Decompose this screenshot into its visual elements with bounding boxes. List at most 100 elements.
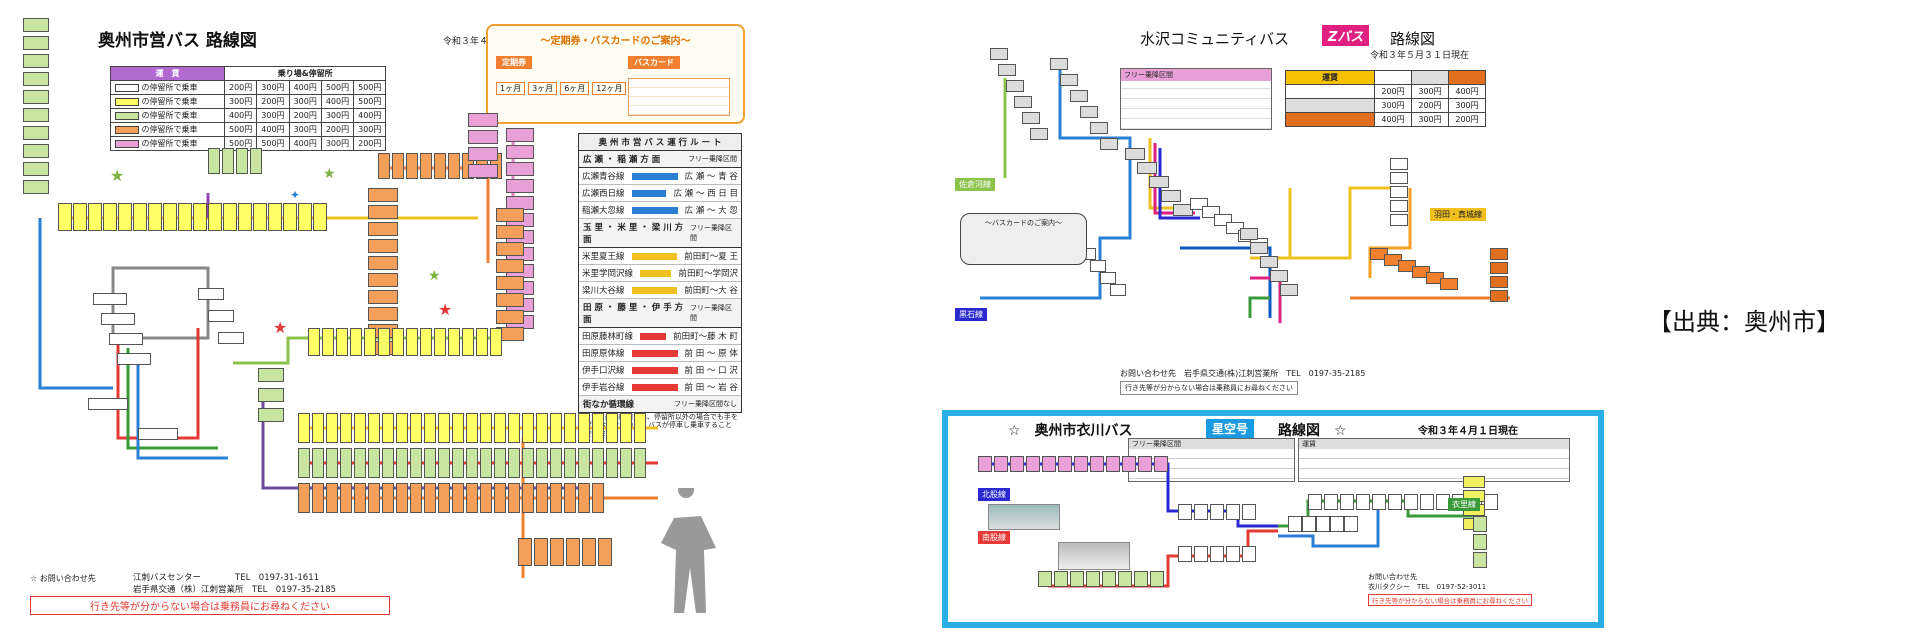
map-date: 令和３年４月１日現在 <box>1418 426 1518 437</box>
free-zone-table: フリー乗降区間 <box>1120 68 1272 130</box>
route-line <box>111 266 210 340</box>
route-line <box>1180 246 1272 318</box>
bus-stop <box>1308 494 1322 510</box>
bus-stop <box>466 483 478 513</box>
bus-stop <box>350 328 362 356</box>
bus-stop <box>1090 122 1108 134</box>
bus-stop <box>312 448 324 478</box>
bus-stop <box>1484 494 1498 510</box>
route-line <box>136 358 228 460</box>
bus-stop <box>1022 112 1040 124</box>
bus-stop <box>193 203 207 231</box>
bus-stop <box>634 448 646 478</box>
bus-stop <box>326 448 338 478</box>
bus-stop <box>468 113 498 127</box>
bus-stop <box>564 448 576 478</box>
bus-stop <box>490 328 502 356</box>
ask-driver-notice: 行き先等が分からない場合は乗務員にお尋ねください <box>1368 594 1532 606</box>
bus-stop <box>103 203 117 231</box>
bus-stop <box>163 203 177 231</box>
bus-stop <box>620 448 632 478</box>
bus-stop <box>506 145 534 159</box>
bus-stop <box>1150 571 1164 587</box>
contact-line: お問い合わせ先 岩手県交通(株)江刺営業所 TEL 0197-35-2185 <box>1120 369 1366 378</box>
bus-stop <box>1420 494 1434 510</box>
route-line <box>1048 529 1278 588</box>
bus-stop <box>1100 138 1118 150</box>
bus-stop <box>368 448 380 478</box>
route-row: 広瀬青谷線広 瀬 〜 青 谷 <box>579 168 741 185</box>
bus-stop <box>578 483 590 513</box>
bus-photo <box>988 504 1060 530</box>
bus-stop <box>178 203 192 231</box>
bus-stop <box>340 483 352 513</box>
bus-stop <box>410 448 422 478</box>
bus-stop <box>1194 504 1208 520</box>
bus-stop <box>238 203 252 231</box>
route-table: 奥 州 市 営 バ ス 運 行 ル ー ト 広 瀬 ・ 稲 瀬 方 面フリー乗降… <box>578 133 742 413</box>
bus-stop <box>93 293 127 305</box>
bus-stop <box>564 413 576 443</box>
bus-stop <box>420 328 432 356</box>
bus-stop <box>1240 228 1258 240</box>
bus-stop <box>340 448 352 478</box>
bus-stop <box>253 203 267 231</box>
bus-stop <box>1356 494 1370 510</box>
bus-stop <box>1473 534 1487 550</box>
bus-stop <box>424 413 436 443</box>
bus-stop <box>578 413 590 443</box>
bus-stop <box>452 413 464 443</box>
route-row: 田原藤林町線前田町〜藤 木 町 <box>579 328 741 345</box>
bus-stop <box>1118 571 1132 587</box>
bus-stop <box>508 483 520 513</box>
bus-stop <box>258 368 284 382</box>
bus-stop <box>368 222 398 236</box>
bus-stop <box>368 205 398 219</box>
bus-stop <box>368 239 398 253</box>
bus-stop <box>23 36 49 50</box>
bus-stop <box>508 413 520 443</box>
bus-stop <box>117 353 151 365</box>
bus-stop <box>354 413 366 443</box>
bus-card-info: 〜バスカードのご案内〜 <box>960 213 1087 265</box>
bus-stop <box>494 413 506 443</box>
map-title-suffix: 路線図 ☆ <box>1278 423 1347 439</box>
bus-stop <box>1134 571 1148 587</box>
bus-stop <box>382 483 394 513</box>
pass-label: 定期券 <box>496 56 532 69</box>
route-label: 黒石線 <box>955 308 987 321</box>
map-title: 水沢コミュニティバス <box>1140 30 1290 48</box>
bus-stop <box>1316 516 1330 532</box>
bus-stop <box>506 128 534 142</box>
bus-stop <box>522 483 534 513</box>
bus-stop <box>1210 546 1224 562</box>
bus-stop <box>368 307 398 321</box>
bus-stop <box>406 328 418 356</box>
bus-stop <box>340 413 352 443</box>
info-title: 〜定期券・バスカードのご案内〜 <box>540 36 691 47</box>
mizusawa-community-bus-map: 水沢コミュニティバス Zバス 路線図 令和３年５月３１日現在 フリー乗降区間 運… <box>950 18 1560 403</box>
bus-stop <box>1173 204 1193 216</box>
star-icon: ★ <box>438 300 453 319</box>
bus-stop <box>448 153 460 179</box>
ask-driver-notice: 行き先等が分からない場合は乗務員にお尋ねください <box>1120 381 1298 395</box>
bus-stop <box>1270 270 1288 282</box>
z-bus-logo: Zバス <box>1322 25 1370 46</box>
bus-stop <box>1054 571 1068 587</box>
bus-stop <box>198 288 224 300</box>
bus-stop <box>148 203 162 231</box>
bus-stop <box>1074 456 1088 472</box>
bus-stop <box>606 448 618 478</box>
bus-stop <box>326 413 338 443</box>
bus-stop <box>620 413 632 443</box>
bus-stop <box>496 259 524 273</box>
bus-stop <box>1490 290 1508 302</box>
bus-stop <box>88 398 128 410</box>
bus-stop <box>368 256 398 270</box>
bus-stop <box>606 413 618 443</box>
bus-stop <box>1026 456 1040 472</box>
